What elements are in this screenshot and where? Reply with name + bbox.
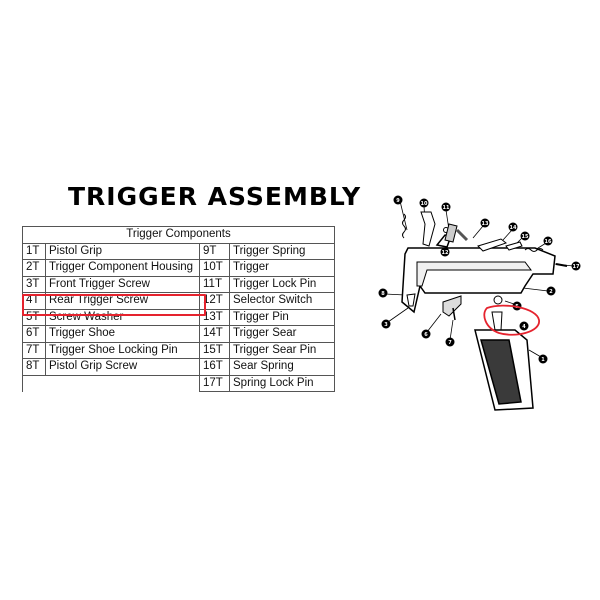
callouts — [378, 195, 581, 364]
callout-label: 4 — [522, 324, 526, 330]
part-name: Selector Switch — [229, 292, 335, 310]
table-header: Trigger Components — [22, 226, 335, 244]
part-name: Pistol Grip Screw — [45, 358, 200, 376]
exploded-diagram: 9 10 11 13 14 15 16 17 2 8 12 5 3 6 7 4 … — [378, 195, 581, 411]
trigger-components-table: Trigger Components 1T Pistol Grip 9T Tri… — [22, 226, 335, 392]
callout-12 — [440, 247, 450, 257]
callout-label: 9 — [396, 198, 400, 204]
callout-1 — [538, 354, 548, 364]
part-code: 17T — [199, 374, 230, 392]
callout-3 — [381, 319, 391, 329]
empty-cell — [22, 375, 200, 392]
part-code: 12T — [199, 292, 230, 310]
callout-label: 11 — [443, 205, 450, 211]
table-row: 8T Pistol Grip Screw 16T Sear Spring — [22, 358, 335, 376]
part-code: 11T — [199, 275, 230, 293]
part-code: 2T — [22, 259, 46, 277]
part-code: 7T — [22, 341, 46, 359]
callout-label: 10 — [421, 201, 428, 207]
callout-2 — [546, 286, 556, 296]
part-code: 1T — [22, 242, 46, 260]
table-row: 2T Trigger Component Housing 10T Trigger — [22, 259, 335, 277]
part-name: Trigger Pin — [229, 308, 335, 326]
callout-14 — [508, 222, 518, 232]
assembly-title: TRIGGER ASSEMBLY — [68, 182, 362, 211]
lower-parts — [406, 293, 503, 331]
callout-label: 8 — [381, 291, 385, 297]
part-name: Trigger Shoe Locking Pin — [45, 341, 200, 359]
callout-13 — [480, 218, 490, 228]
table-header-row: Trigger Components — [22, 226, 335, 244]
part-name: Trigger — [229, 259, 335, 277]
callout-label: 13 — [482, 221, 489, 227]
callout-label: 14 — [510, 225, 517, 231]
highlight-ellipse-part-4 — [483, 304, 540, 336]
callout-label: 1 — [541, 357, 545, 363]
part-name: Screw Washer — [45, 308, 200, 326]
part-code: 16T — [199, 358, 230, 376]
table-row: 17T Spring Lock Pin — [22, 374, 335, 392]
table-row: 5T Screw Washer 13T Trigger Pin — [22, 308, 335, 326]
table-row-highlighted: 4T Rear Trigger Screw 12T Selector Switc… — [22, 292, 335, 310]
callout-label: 17 — [573, 264, 580, 270]
leader-lines — [384, 200, 574, 358]
top-parts — [402, 211, 568, 267]
callout-15 — [520, 231, 530, 241]
callout-9 — [393, 195, 403, 205]
part-code: 13T — [199, 308, 230, 326]
part-name: Trigger Shoe — [45, 325, 200, 343]
part-name: Trigger Component Housing — [45, 259, 200, 277]
callout-7 — [445, 337, 455, 347]
part-code: 4T — [22, 292, 46, 310]
part-name: Rear Trigger Screw — [45, 292, 200, 310]
part-name: Trigger Sear — [229, 325, 335, 343]
callout-16 — [543, 236, 553, 246]
callout-label: 15 — [522, 234, 529, 240]
part-code: 8T — [22, 358, 46, 376]
part-code: 3T — [22, 275, 46, 293]
callout-10 — [419, 198, 429, 208]
callout-6 — [421, 329, 431, 339]
part-code: 14T — [199, 325, 230, 343]
callout-label: 12 — [442, 250, 449, 256]
callout-label: 7 — [448, 340, 452, 346]
part-name: Trigger Sear Pin — [229, 341, 335, 359]
part-name: Front Trigger Screw — [45, 275, 200, 293]
part-code: 6T — [22, 325, 46, 343]
callout-11 — [441, 202, 451, 212]
part-name: Trigger Spring — [229, 242, 335, 260]
part-code: 15T — [199, 341, 230, 359]
callout-label: 16 — [545, 239, 552, 245]
callout-4 — [519, 321, 529, 331]
table-row: 6T Trigger Shoe 14T Trigger Sear — [22, 325, 335, 343]
part-code: 10T — [199, 259, 230, 277]
part-name: Spring Lock Pin — [229, 374, 335, 392]
table-row: 1T Pistol Grip 9T Trigger Spring — [22, 242, 335, 260]
callout-label: 3 — [384, 322, 388, 328]
callout-17 — [571, 261, 581, 271]
table-row: 7T Trigger Shoe Locking Pin 15T Trigger … — [22, 341, 335, 359]
callout-labels: 9 10 11 13 14 15 16 17 2 8 12 5 3 6 7 4 … — [381, 198, 580, 363]
table-row: 3T Front Trigger Screw 11T Trigger Lock … — [22, 275, 335, 293]
part-name: Pistol Grip — [45, 242, 200, 260]
callout-label: 6 — [424, 332, 428, 338]
callout-label: 2 — [549, 289, 553, 295]
pistol-grip-shape — [474, 329, 534, 411]
part-code: 9T — [199, 242, 230, 260]
part-code: 5T — [22, 308, 46, 326]
part-name: Trigger Lock Pin — [229, 275, 335, 293]
part-name: Sear Spring — [229, 358, 335, 376]
callout-8 — [378, 288, 388, 298]
